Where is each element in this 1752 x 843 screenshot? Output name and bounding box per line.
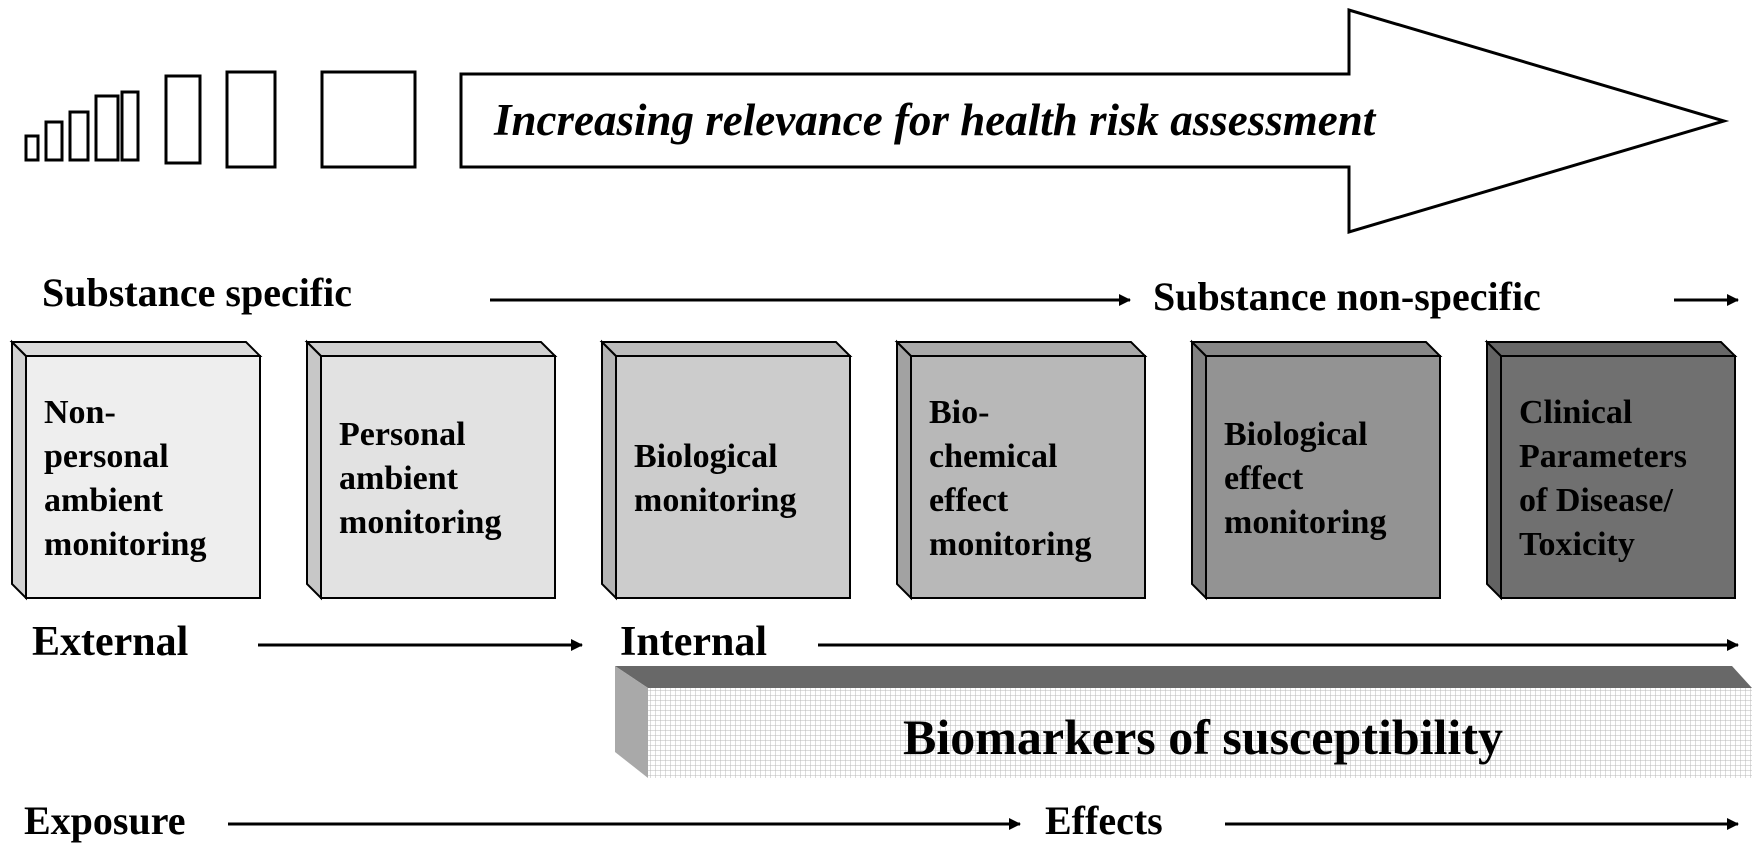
monitoring-box-non-personal-ambient: Non-personal ambient monitoring bbox=[9, 339, 263, 601]
susceptibility-bar-side bbox=[615, 666, 648, 778]
monitoring-box-biological: Biological monitoring bbox=[599, 339, 853, 601]
monitoring-box-biological-effect: Biological effect monitoring bbox=[1189, 339, 1443, 601]
external-label: External bbox=[32, 619, 188, 665]
box-top-face bbox=[599, 341, 853, 357]
susceptibility-bar-top bbox=[615, 666, 1752, 688]
susceptibility-bar: Biomarkers of susceptibility bbox=[615, 666, 1752, 778]
box-label-line: Parameters bbox=[1519, 438, 1687, 475]
monitoring-boxes: Non-personal ambient monitoring Personal amb… bbox=[9, 339, 1738, 601]
box-side-face bbox=[1191, 339, 1207, 601]
box-label-line: Biological bbox=[1224, 416, 1368, 453]
susceptibility-label: Biomarkers of susceptibility bbox=[903, 709, 1503, 765]
box-top-face bbox=[304, 341, 558, 357]
substance-nonspecific-label: Substance non-specific bbox=[1153, 274, 1541, 319]
box-side-face bbox=[1486, 339, 1502, 601]
box-side-face bbox=[306, 339, 322, 601]
box-front-face bbox=[320, 355, 556, 599]
relevance-arrow-shape bbox=[459, 7, 1730, 235]
box-label-line: monitoring bbox=[1224, 504, 1386, 541]
box-front-face bbox=[910, 355, 1146, 599]
increasing-bars-icon bbox=[24, 70, 417, 169]
effects-label: Effects bbox=[1045, 798, 1163, 843]
box-label-line: monitoring bbox=[929, 526, 1091, 563]
box-front-face bbox=[615, 355, 851, 599]
box-label-line: monitoring bbox=[44, 526, 206, 563]
box-label-line: monitoring bbox=[339, 504, 501, 541]
box-label-line: personal bbox=[44, 438, 169, 475]
box-label-line: ambient bbox=[339, 460, 459, 497]
box-top-face bbox=[894, 341, 1148, 357]
box-front-face bbox=[1205, 355, 1441, 599]
box-side-face bbox=[896, 339, 912, 601]
monitoring-box-personal-ambient: Personal ambient monitoring bbox=[304, 339, 558, 601]
box-label-line: chemical bbox=[929, 438, 1057, 475]
relevance-arrow-label: Increasing relevance for health risk ass… bbox=[493, 95, 1377, 145]
box-front-face bbox=[25, 355, 261, 599]
box-label-line: ambient bbox=[44, 482, 164, 519]
box-side-face bbox=[601, 339, 617, 601]
box-label-line: Toxicity bbox=[1519, 526, 1635, 563]
box-top-face bbox=[1484, 341, 1738, 357]
box-label-line: Clinical bbox=[1519, 394, 1632, 431]
relevance-arrow: Increasing relevance for health risk ass… bbox=[459, 7, 1730, 235]
box-label-line: Biological bbox=[634, 438, 778, 475]
box-label-line: Non- bbox=[44, 394, 116, 431]
box-label-line: of Disease/ bbox=[1519, 482, 1673, 519]
box-label-line: effect bbox=[929, 482, 1009, 519]
internal-label: Internal bbox=[620, 619, 767, 665]
box-label-line: effect bbox=[1224, 460, 1304, 497]
exposure-label: Exposure bbox=[24, 798, 186, 843]
box-label-line: monitoring bbox=[634, 482, 796, 519]
monitoring-box-biochemical-effect: Bio-chemical effect monitoring bbox=[894, 339, 1148, 601]
box-front-face bbox=[1500, 355, 1736, 599]
box-label-line: Bio- bbox=[929, 394, 989, 431]
susceptibility-bar-front bbox=[648, 688, 1752, 778]
box-side-face bbox=[11, 339, 27, 601]
substance-specific-label: Substance specific bbox=[42, 270, 352, 315]
box-top-face bbox=[9, 341, 263, 357]
box-label-line: Personal bbox=[339, 416, 466, 453]
box-top-face bbox=[1189, 341, 1443, 357]
